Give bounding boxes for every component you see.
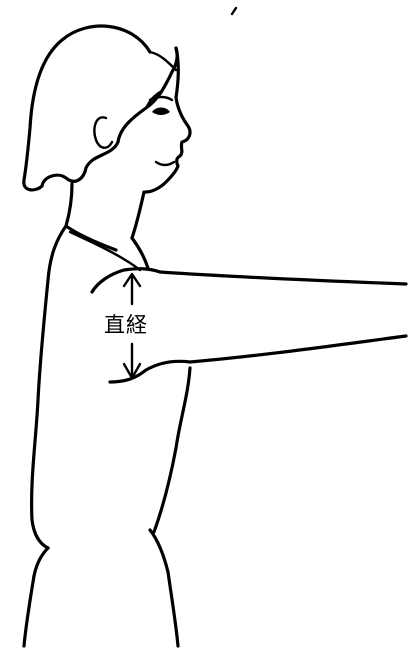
- front-torso: [154, 368, 190, 532]
- waist-left: [34, 548, 48, 576]
- hair-outline: [24, 26, 177, 190]
- face-profile: [146, 48, 190, 192]
- diameter-label: 直経: [104, 309, 164, 341]
- mouth: [156, 162, 174, 165]
- eyebrow: [150, 97, 172, 100]
- collar-front: [132, 238, 148, 268]
- collar-seam: [70, 232, 140, 270]
- eye: [152, 108, 170, 116]
- ear: [94, 117, 112, 147]
- skirt-left: [24, 576, 34, 646]
- neck-back: [66, 184, 72, 226]
- arm-lower-edge: [110, 336, 406, 382]
- collar-back: [66, 226, 116, 250]
- hair-fringe: [150, 52, 176, 70]
- back-outline: [32, 226, 66, 548]
- arm-upper-edge: [92, 269, 406, 292]
- stray-mark: [232, 8, 236, 14]
- skirt-right: [168, 572, 178, 646]
- neck-front: [132, 192, 144, 238]
- diameter-arrow-top: [124, 274, 140, 304]
- diameter-arrow-bottom: [124, 344, 140, 378]
- waist-right: [150, 530, 168, 572]
